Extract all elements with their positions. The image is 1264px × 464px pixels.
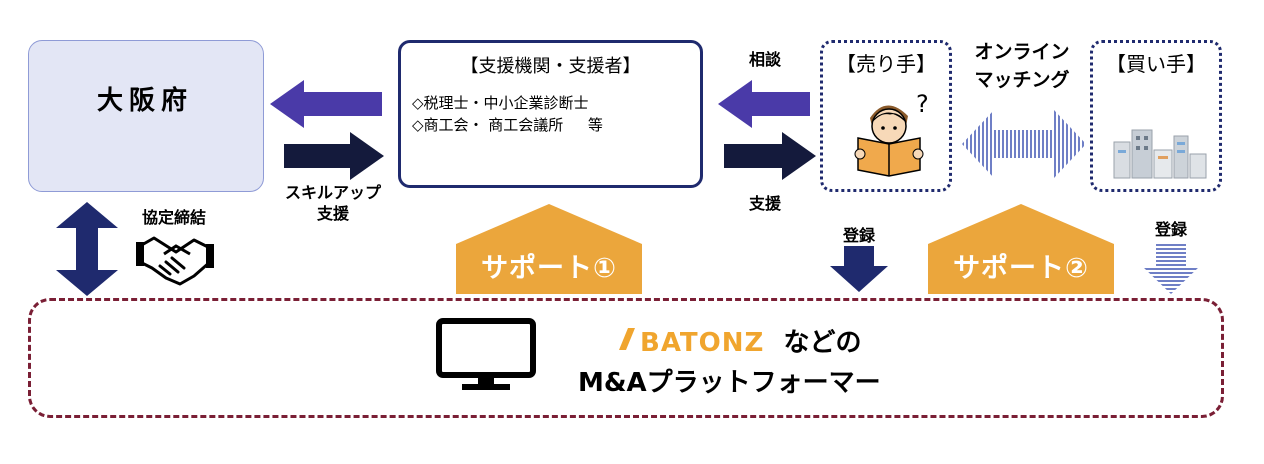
- skill-up-label: スキルアップ 支援: [278, 182, 388, 224]
- monitor-icon: [436, 318, 536, 390]
- seller-title: 【売り手】: [836, 52, 936, 76]
- buyer-register-label: 登録: [1154, 220, 1187, 239]
- support-org-item: ◇税理士・中小企業診断士: [412, 94, 589, 112]
- seller-register-arrow: [830, 246, 888, 292]
- buyer-register-arrow: [1142, 244, 1200, 294]
- consult-label: 相談: [748, 50, 781, 69]
- online-line2: マッチング: [974, 69, 1070, 91]
- agreement-double-arrow: [56, 202, 118, 296]
- skill-up-line2: 支援: [316, 204, 349, 223]
- agreement-label: 協定締結: [141, 208, 206, 227]
- skill-up-line1: スキルアップ: [284, 183, 381, 202]
- reading-person-icon: ?: [854, 90, 929, 177]
- svg-text:?: ?: [916, 90, 929, 118]
- online-line1: オンライン: [974, 41, 1070, 63]
- seller-register-label: 登録: [842, 226, 875, 245]
- assist-label: 支援: [748, 194, 781, 213]
- osaka-box: [28, 40, 264, 192]
- osaka-label: 大阪府: [96, 86, 193, 116]
- seller-support-arrows: [718, 80, 816, 180]
- buyer-title: 【買い手】: [1106, 52, 1206, 76]
- batonz-logo-slash: [619, 328, 635, 350]
- support2-label: サポート②: [953, 253, 1089, 284]
- buildings-icon: [1113, 129, 1207, 179]
- osaka-support-arrows: [270, 80, 384, 180]
- platform-line2: M&Aプラットフォーマー: [578, 368, 881, 398]
- buyer-box: [1090, 40, 1222, 192]
- support1-house: [456, 204, 642, 294]
- support-org-item: ◇商工会・ 商工会議所 等: [412, 116, 603, 134]
- online-matching-label: オンライン マッチング: [962, 38, 1082, 94]
- support1-label: サポート①: [481, 253, 617, 284]
- handshake-icon: [136, 236, 214, 286]
- support-org-title: 【支援機関・支援者】: [460, 56, 641, 77]
- support2-house: [928, 204, 1114, 294]
- platform-suffix: などの: [783, 328, 862, 358]
- arrow-left-purple: [270, 80, 382, 128]
- platform-box: [28, 298, 1224, 418]
- arrow-left-purple: [718, 80, 810, 128]
- arrow-right-navy: [724, 132, 816, 180]
- batonz-logo-text: BATONZ: [640, 328, 765, 358]
- platform-line1: BATONZ などの: [640, 322, 861, 359]
- support-org-box: [398, 40, 703, 188]
- arrow-right-navy: [284, 132, 384, 180]
- matching-double-arrow: [962, 110, 1086, 178]
- seller-box: [820, 40, 952, 192]
